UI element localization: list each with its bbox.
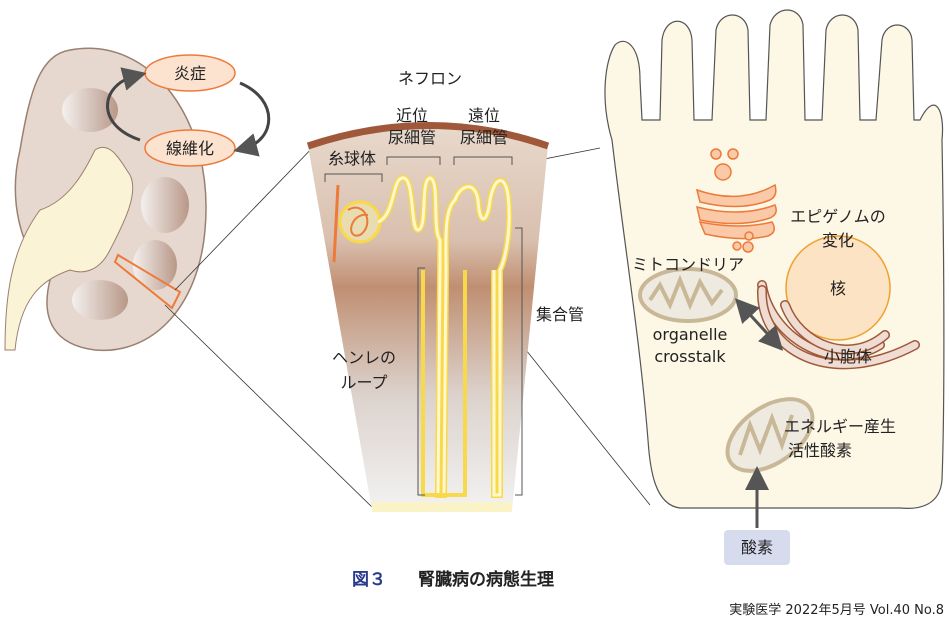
crosstalk-label-2: crosstalk (654, 347, 726, 366)
proximal-tubule-label-1: 近位 (396, 106, 428, 125)
nephron-section (306, 122, 550, 512)
epigenome-label-1: エピゲノムの (790, 207, 886, 226)
crosstalk-arrow-icon (734, 298, 784, 351)
nucleus-label: 核 (830, 279, 846, 298)
proximal-tubule-label-2: 尿細管 (388, 128, 436, 147)
energy-label-2: 活性酸素 (788, 441, 852, 460)
epigenome-label-2: 変化 (822, 231, 854, 250)
tubular-cell (604, 9, 945, 509)
kidney-illustration (4, 47, 207, 352)
er-label: 小胞体 (824, 347, 872, 366)
fibrosis-label: 線維化 (166, 139, 214, 158)
figure-number: 図３ (352, 570, 386, 590)
distal-tubule-label-2: 尿細管 (460, 128, 508, 147)
glomerulus-label: 糸球体 (328, 149, 376, 168)
energy-label-1: エネルギー産生 (784, 417, 896, 436)
collecting-duct-label: 集合管 (536, 305, 584, 324)
distal-tubule-label-1: 遠位 (468, 106, 500, 125)
oxygen-box (724, 530, 790, 565)
loop-of-henle-label-2: ループ (340, 373, 387, 392)
nephron-title: ネフロン (398, 69, 462, 88)
cycle-arrow-icon (106, 67, 147, 142)
crosstalk-label-1: organelle (653, 325, 728, 344)
cycle-arrow-icon (233, 81, 271, 157)
oxygen-label: 酸素 (741, 538, 773, 557)
figure-caption: 腎臓病の病態生理 (418, 569, 554, 590)
mitochondria-label: ミトコンドリア (632, 255, 744, 274)
loop-of-henle-label-1: ヘンレの (332, 348, 396, 367)
inflammation-label: 炎症 (174, 64, 206, 83)
journal-footer: 実験医学 2022年5月号 Vol.40 No.8 (729, 602, 944, 618)
